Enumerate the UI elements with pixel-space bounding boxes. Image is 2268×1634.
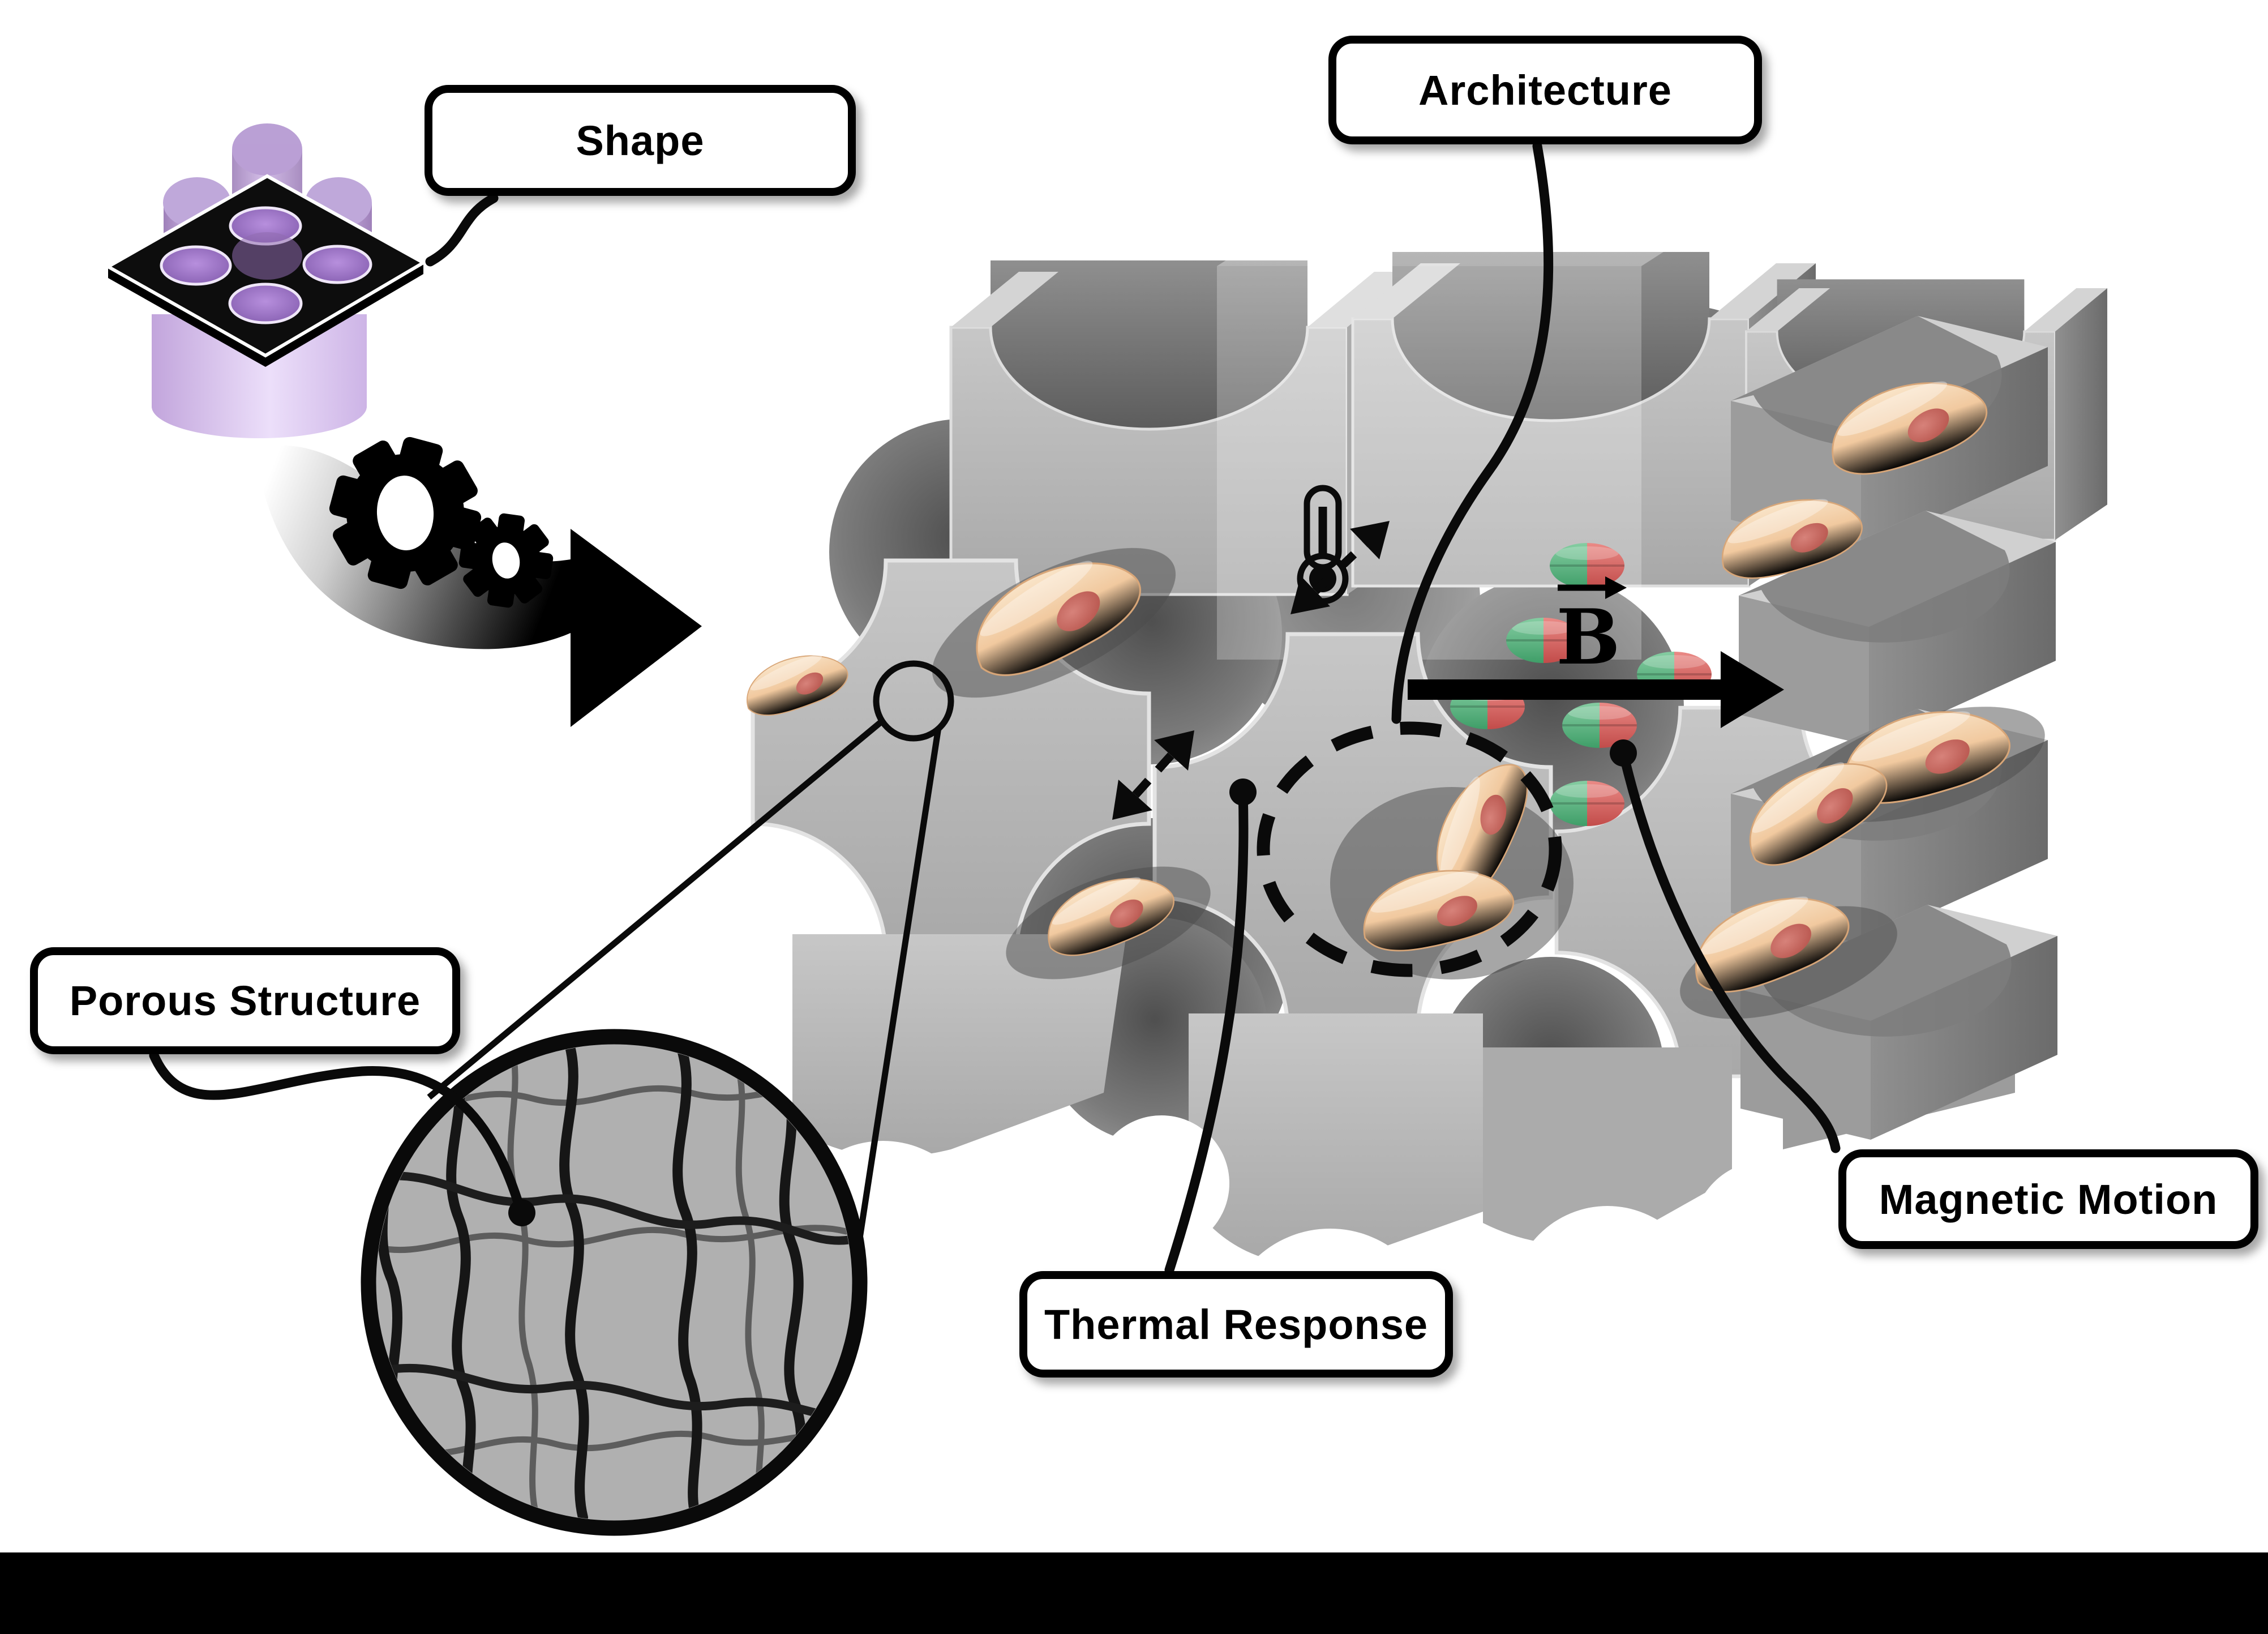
dashed-circle-icon [1257, 721, 1562, 977]
shape-callout-label: Shape [576, 117, 705, 164]
b-symbol: B [1556, 592, 1620, 682]
architecture-callout: Architecture [1328, 36, 1762, 144]
magnifier-circle-icon [427, 660, 954, 1264]
thermal-response-callout-label: Thermal Response [1044, 1301, 1429, 1348]
thermal-connector [1164, 787, 1249, 1275]
mold-icon [104, 123, 427, 438]
bottom-black-bar [0, 1552, 2268, 1634]
shape-callout: Shape [425, 85, 856, 196]
connector-dots [508, 739, 1637, 1226]
architecture-callout-label: Architecture [1418, 66, 1672, 114]
porous-structure-callout-label: Porous Structure [69, 977, 421, 1024]
gears-icon [329, 437, 554, 608]
thermal-expansion-arrow [1112, 730, 1194, 820]
architecture-connector [1391, 141, 1554, 724]
callout-connectors [149, 141, 1841, 1275]
process-arrowhead [571, 529, 702, 727]
janus-particle [1550, 781, 1624, 826]
magnetic-field-label: B [1556, 576, 1627, 682]
mold-front-cylinder-top [232, 232, 302, 280]
magnetic-connector [1618, 748, 1841, 1153]
porous-inset [361, 1029, 868, 1536]
shape-connector [425, 193, 499, 267]
porous-connector [149, 1050, 525, 1212]
magnetic-motion-callout-label: Magnetic Motion [1879, 1175, 2218, 1223]
magnetic-field-arrow [1408, 651, 1784, 728]
thermal-response-callout: Thermal Response [1019, 1271, 1453, 1378]
magnetic-motion-callout: Magnetic Motion [1838, 1149, 2258, 1249]
thermal-expansion-arrow [1291, 521, 1390, 614]
porous-structure-callout: Porous Structure [30, 947, 460, 1054]
